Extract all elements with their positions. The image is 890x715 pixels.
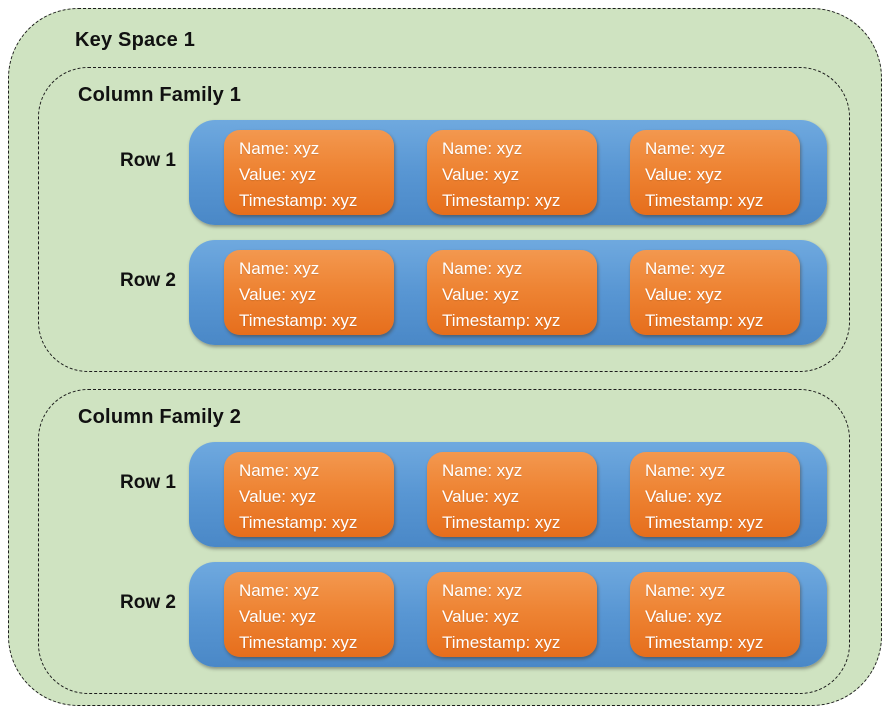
column-family-2-label: Column Family 2 (78, 406, 242, 428)
column-cell: Name: xyz Value: xyz Timestamp: xyz (630, 130, 800, 215)
column-cell: Name: xyz Value: xyz Timestamp: xyz (427, 572, 597, 657)
cell-line-timestamp: Timestamp: xyz (645, 633, 764, 652)
cell-line-timestamp: Timestamp: xyz (442, 513, 561, 532)
cell-line-value: Value: xyz (442, 285, 520, 304)
keyspace-container: Key Space 1 Column Family 1 Row 1 Name: … (8, 8, 882, 706)
cell-line-name: Name: xyz (442, 581, 523, 600)
cell-line-value: Value: xyz (645, 165, 723, 184)
cell-line-value: Value: xyz (442, 607, 520, 626)
cell-line-timestamp: Timestamp: xyz (442, 191, 561, 210)
column-cell: Name: xyz Value: xyz Timestamp: xyz (427, 250, 597, 335)
cell-line-name: Name: xyz (645, 259, 726, 278)
cell-line-timestamp: Timestamp: xyz (645, 311, 764, 330)
column-cell: Name: xyz Value: xyz Timestamp: xyz (224, 130, 394, 215)
cell-line-name: Name: xyz (239, 581, 320, 600)
cell-line-name: Name: xyz (239, 461, 320, 480)
cell-line-name: Name: xyz (239, 139, 320, 158)
cell-line-name: Name: xyz (645, 139, 726, 158)
column-cell: Name: xyz Value: xyz Timestamp: xyz (630, 452, 800, 537)
cell-line-name: Name: xyz (645, 581, 726, 600)
column-family-2: Column Family 2 Row 1 Name: xyz Value: x… (38, 389, 850, 694)
cell-line-value: Value: xyz (645, 285, 723, 304)
row-band: Name: xyz Value: xyz Timestamp: xyz Name… (189, 120, 827, 225)
cell-line-value: Value: xyz (239, 165, 317, 184)
row-label: Row 1 (120, 150, 176, 171)
row-band: Name: xyz Value: xyz Timestamp: xyz Name… (189, 240, 827, 345)
column-family-1: Column Family 1 Row 1 Name: xyz Value: x… (38, 67, 850, 372)
cell-line-name: Name: xyz (442, 259, 523, 278)
cell-line-name: Name: xyz (442, 461, 523, 480)
column-cell: Name: xyz Value: xyz Timestamp: xyz (224, 452, 394, 537)
column-cell: Name: xyz Value: xyz Timestamp: xyz (630, 572, 800, 657)
cell-line-value: Value: xyz (645, 607, 723, 626)
cell-line-timestamp: Timestamp: xyz (239, 311, 358, 330)
row-label: Row 2 (120, 592, 176, 613)
row-label: Row 1 (120, 472, 176, 493)
row-label: Row 2 (120, 270, 176, 291)
cell-line-timestamp: Timestamp: xyz (239, 191, 358, 210)
cell-line-timestamp: Timestamp: xyz (239, 513, 358, 532)
cell-line-name: Name: xyz (442, 139, 523, 158)
keyspace-label: Key Space 1 (75, 29, 196, 51)
column-family-1-label: Column Family 1 (78, 84, 242, 106)
cell-line-value: Value: xyz (442, 165, 520, 184)
cell-line-value: Value: xyz (239, 607, 317, 626)
cell-line-value: Value: xyz (442, 487, 520, 506)
row-band: Name: xyz Value: xyz Timestamp: xyz Name… (189, 562, 827, 667)
cell-line-timestamp: Timestamp: xyz (442, 633, 561, 652)
cell-line-value: Value: xyz (239, 487, 317, 506)
cell-line-name: Name: xyz (645, 461, 726, 480)
cell-line-name: Name: xyz (239, 259, 320, 278)
cell-line-value: Value: xyz (645, 487, 723, 506)
cell-line-timestamp: Timestamp: xyz (645, 191, 764, 210)
column-cell: Name: xyz Value: xyz Timestamp: xyz (630, 250, 800, 335)
cell-line-timestamp: Timestamp: xyz (239, 633, 358, 652)
row-band: Name: xyz Value: xyz Timestamp: xyz Name… (189, 442, 827, 547)
column-cell: Name: xyz Value: xyz Timestamp: xyz (427, 130, 597, 215)
column-cell: Name: xyz Value: xyz Timestamp: xyz (427, 452, 597, 537)
cell-line-timestamp: Timestamp: xyz (442, 311, 561, 330)
column-cell: Name: xyz Value: xyz Timestamp: xyz (224, 572, 394, 657)
column-cell: Name: xyz Value: xyz Timestamp: xyz (224, 250, 394, 335)
cell-line-value: Value: xyz (239, 285, 317, 304)
cell-line-timestamp: Timestamp: xyz (645, 513, 764, 532)
